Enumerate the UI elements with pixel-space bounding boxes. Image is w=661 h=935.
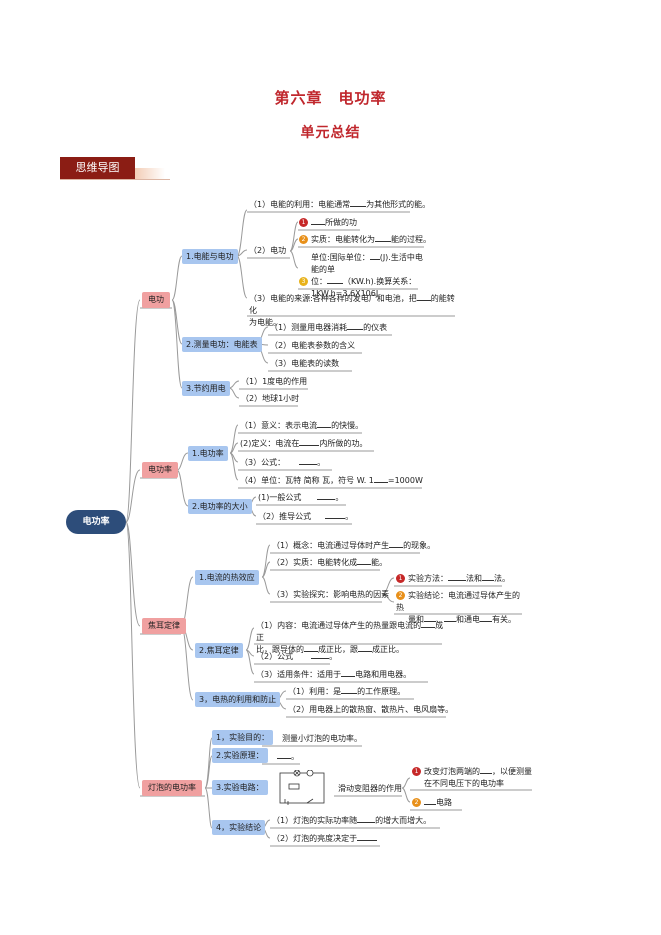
leaf-meter-purpose: （1）测量用电器消耗的仪表 <box>270 323 388 332</box>
node-rheostat-role: 滑动变阻器的作用 <box>338 784 402 793</box>
leaf-heat-essence: （2）实质：电能转化成能。 <box>272 558 388 567</box>
node-measure-work: 2.测量电功：电能表 <box>182 337 262 352</box>
node-dian-neng-yu-dian-gong: 1.电能与电功 <box>182 249 238 264</box>
node-save-power: 3.节约用电 <box>182 381 230 396</box>
badge-2: 2 <box>412 798 421 807</box>
node-dian-gong-lv: 电功率 <box>142 462 178 478</box>
node-dian-gong: 电功 <box>142 292 170 308</box>
leaf-principle-blank: 。 <box>277 751 299 763</box>
leaf-joule-formula: （2）公式。 <box>256 652 338 661</box>
node-joule: 焦耳定律 <box>142 618 186 634</box>
leaf-meter-reading: （3）电能表的读数 <box>270 359 340 368</box>
node-experiment-conclusion: 4，实验结论 <box>212 820 266 835</box>
chapter-title: 第六章 电功率 <box>274 89 387 107</box>
node-heat-use: 3，电热的利用和防止 <box>195 692 281 707</box>
node-joule-law: 2.焦耳定律 <box>195 643 243 658</box>
node-heat-effect: 1.电流的热效应 <box>195 570 259 585</box>
leaf-energy-use: （1）电能的利用：电能通常为其他形式的能。 <box>249 200 431 209</box>
node-electric-work: （2）电功 <box>249 246 287 255</box>
badge-1: 1 <box>412 767 421 776</box>
leaf-power-definition: (2)定义：电流在内所做的功。 <box>240 439 368 448</box>
badge-1: 1 <box>299 218 308 227</box>
leaf-heat-prevent: （2）用电器上的散热窗、散热片、电风扇等。 <box>288 705 454 714</box>
leaf-heat-utilize: （1）利用：是的工作原理。 <box>288 687 406 696</box>
section-tag: 思维导图 <box>60 157 135 179</box>
node-experiment-circuit: 3.实验电路： <box>212 780 268 795</box>
leaf-derived-formula: （2）推导公式。 <box>258 512 354 521</box>
section-tag-underline <box>60 179 170 180</box>
node-experiment-purpose: 1，实验目的： <box>212 730 274 745</box>
leaf-joule-condition: （3）适用条件：适用于电路和用电器。 <box>256 670 412 679</box>
leaf-earth-hour: （2）地球1小时 <box>241 394 300 403</box>
badge-2: 2 <box>299 235 308 244</box>
badge-3: 3 <box>299 277 308 286</box>
leaf-heat-concept: （1）概念：电流通过导体时产生的现象。 <box>272 541 436 550</box>
leaf-actual-power: （1）灯泡的实际功率随的增大而增大。 <box>272 816 432 825</box>
leaf-power-formula: （3）公式：。 <box>240 458 326 467</box>
leaf-purpose-text: 测量小灯泡的电功率。 <box>282 734 362 743</box>
badge-1: 1 <box>396 574 405 583</box>
node-bulb-power: 灯泡的电功率 <box>142 780 202 796</box>
root-node: 电功率 <box>66 510 126 534</box>
leaf-brightness: （2）灯泡的亮度决定于 <box>272 833 378 845</box>
leaf-power-meaning: （1）意义：表示电流的快慢。 <box>240 421 364 430</box>
node-power: 1.电功率 <box>188 446 228 461</box>
leaf-general-formula: (1)一般公式。 <box>258 493 344 502</box>
section-tag-decoration <box>135 168 165 179</box>
leaf-joule-content: （1）内容：电流通过导体产生的热量跟电流的成正 比，跟导体的成正比，跟成正比。 <box>256 621 444 654</box>
circuit-diagram-icon <box>279 770 325 805</box>
node-experiment-principle: 2.实验原理： <box>212 748 268 763</box>
node-power-size: 2.电功率的大小 <box>188 499 252 514</box>
leaf-energy-source: （3）电能的来源:各种各样的发电厂和电池，把的能转化 为电能。 <box>249 294 455 327</box>
node-heat-experiment: （3）实验探究：影响电热的因素 <box>272 590 390 599</box>
badge-2: 2 <box>396 591 405 600</box>
leaf-meter-params: （2）电能表参数的含义 <box>270 341 356 350</box>
unit-title: 单元总结 <box>300 125 361 141</box>
leaf-one-kwh: （1）1度电的作用 <box>241 377 308 386</box>
leaf-power-unit: （4）单位：瓦特 简称 瓦，符号 W. 1=1000W <box>240 476 423 485</box>
